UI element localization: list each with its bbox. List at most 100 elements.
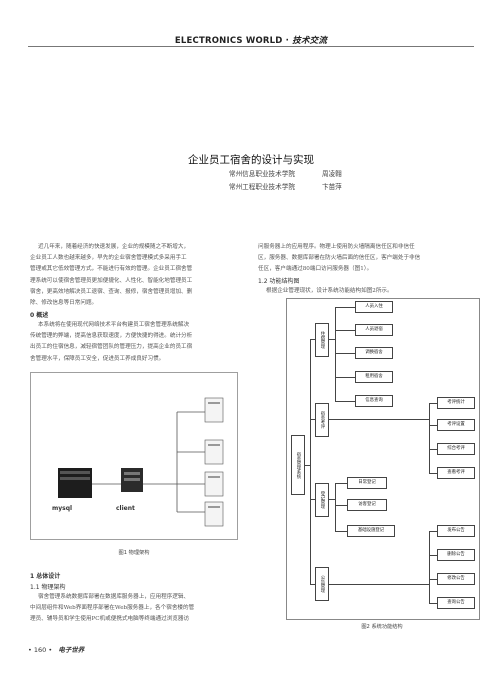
physical-architecture-diagram: mysql client [30,372,238,540]
text-line: 本系统将在使用现代网络技术平台构建员工宿舍管理系统解决 [38,322,190,328]
text-line: 问服务器上的应用程序。物理上使用防火墙隔离信任区和非信任 [258,244,415,250]
subsection-heading: 1.1 物理架构 [30,584,66,591]
text-line: 中间层组件和Web界面程序部署在Web服务器上，各个宿舍楼的管 [30,605,195,612]
connector [329,419,429,420]
client-pc-icon [204,397,224,423]
leaf-node: 考评统计 [437,397,475,409]
text-line: 任区，客户端通过80端口访问服务器（图1）。 [258,266,373,273]
leaf-node: 综合考评 [437,443,475,455]
masthead-english: ELECTRONICS WORLD · [174,36,293,46]
section-heading: 0 概述 [30,312,49,319]
leaf-node: 查询公告 [437,597,475,609]
connector [329,584,429,585]
text-line: 企业员工人数也越来越多，早先的企业宿舍管理模式多采用手工 [30,255,187,262]
connector [429,403,437,404]
figure-1-frame: mysql client [30,372,238,540]
firewall-icon [121,468,143,492]
leaf-node: 信息查询 [355,395,393,407]
connector [335,531,347,532]
connector [429,425,437,426]
leaf-node: 发布公告 [437,525,475,537]
connector [429,403,430,473]
connector [335,505,347,506]
connector [429,555,437,556]
text-line: 区，服务器、数据库部署在防火墙后面的信任区，客户端处于非信 [258,255,421,262]
connector [335,483,336,531]
header-rule [28,46,474,47]
connector [335,353,355,354]
connector [310,339,311,584]
text-line: 出员工的住宿信息，减轻宿管团队的管理压力，提高企业的员工宿 [30,344,193,351]
text-line: 宿舍管理系统数据库部署在数据库服务器上，应用程序逻辑、 [38,594,190,600]
author-affiliation: 常州信息职业技术学院 [229,170,295,178]
group-node-announcement: 公告管理 [315,567,329,601]
physical-architecture-paragraph: 宿舍管理系统数据库部署在数据库服务器上，应用程序逻辑、 中间层组件和Web界面程… [30,592,238,626]
connector [335,330,355,331]
text-line: 宿舍，更高效地解决员工退宿、查询、报修，宿舍管理员增加、删 [30,288,193,295]
connector [305,465,310,466]
masthead-chinese: 技术交流 [292,36,328,46]
connector [310,584,315,585]
text-line: 近几年来，随着经济的快速发展，企业的规模随之不断增大， [38,244,190,250]
connector [429,449,437,450]
connector [429,603,437,604]
connector [329,499,335,500]
connector [310,419,315,420]
connector [310,339,315,340]
leaf-node: 人员退宿 [355,324,393,336]
group-node-evaluation: 宿舍考评 [315,403,329,437]
leaf-node: 删除公告 [437,549,475,561]
connector [310,499,315,500]
connector [429,579,437,580]
text-line: 传统管理的弊端，提高信息获取速度，方便快捷的得进。统计分析 [30,333,193,340]
connector [429,531,437,532]
right-column-paragraph: 问服务器上的应用程序。物理上使用防火墙隔离信任区和非信任 区，服务器、数据库部署… [258,242,476,276]
connector [335,307,355,308]
subsection-heading: 1.2 功能结构图 [258,278,300,285]
function-intro: 根据企业管理现状，设计系统功能结构如图2所示。 [266,288,393,294]
text-line: 理员、辅导员和学生使用PC机或便携式电脑等终端通过浏览器访 [30,616,190,623]
text-line: 理系统可以使宿舍管理员更加便捷化、人性化、智能化地管理员工 [30,277,193,284]
journal-name: 电子世界 [58,646,85,654]
leaf-node: 日常登记 [347,477,387,489]
author-affiliation: 常州工程职业技术学院 [229,183,295,191]
leaf-node: 查看考评 [437,467,475,479]
figure-2-frame: 宿舍管理系统 住宿管理 人员入住 人员退宿 调换宿舍 租用宿舍 信息查询 宿舍考… [286,298,480,620]
group-node-registration: 登记管理 [315,483,329,517]
author-name: 周凌翱 [322,170,342,178]
connector [335,377,355,378]
figure-2-caption: 图2 系统功能结构 [361,624,403,630]
leaf-node: 基础设施登记 [347,525,395,537]
database-server-icon [58,468,92,498]
leaf-node: 租用宿舍 [355,371,393,383]
leaf-node: 调换宿舍 [355,347,393,359]
text-line: 舍管理水平，保障员工安全，促进员工养成良好习惯。 [30,355,165,362]
client-pc-icon [204,501,224,527]
figure-1-caption: 图1 物理架构 [118,550,150,556]
client-pc-icon [204,439,224,465]
text-line: 除、修改信息等日常问题。 [30,300,98,307]
leaf-node: 考评设置 [437,419,475,431]
client-label: client [116,505,135,512]
intro-paragraph: 近几年来，随着经济的快速发展，企业的规模随之不断增大， 企业员工人数也越来越多，… [30,242,238,309]
text-line: 管理或其它低效管理方式，不能进行有效的管理。企业员工宿舍管 [30,266,193,273]
section-heading: 1 总体设计 [30,573,61,580]
article-title: 企业员工宿舍的设计与实现 [188,154,314,166]
leaf-node: 修改公告 [437,573,475,585]
root-node: 宿舍管理系统 [291,435,305,495]
leaf-node: 人员入住 [355,301,393,313]
author-name: 卞苗萍 [322,183,342,191]
page-footer: • 160 • 电子世界 [28,644,84,654]
leaf-node: 访客登记 [347,499,387,511]
connector [429,473,437,474]
connector [329,339,335,340]
connector [335,401,355,402]
connector [335,307,336,401]
client-pc-icon [204,471,224,497]
group-node-accommodation: 住宿管理 [315,323,329,357]
journal-masthead: ELECTRONICS WORLD · 技术交流 [0,34,502,46]
connector [429,531,430,603]
page-number: • 160 • [28,646,53,654]
db-label: mysql [52,505,72,512]
connector [335,483,347,484]
